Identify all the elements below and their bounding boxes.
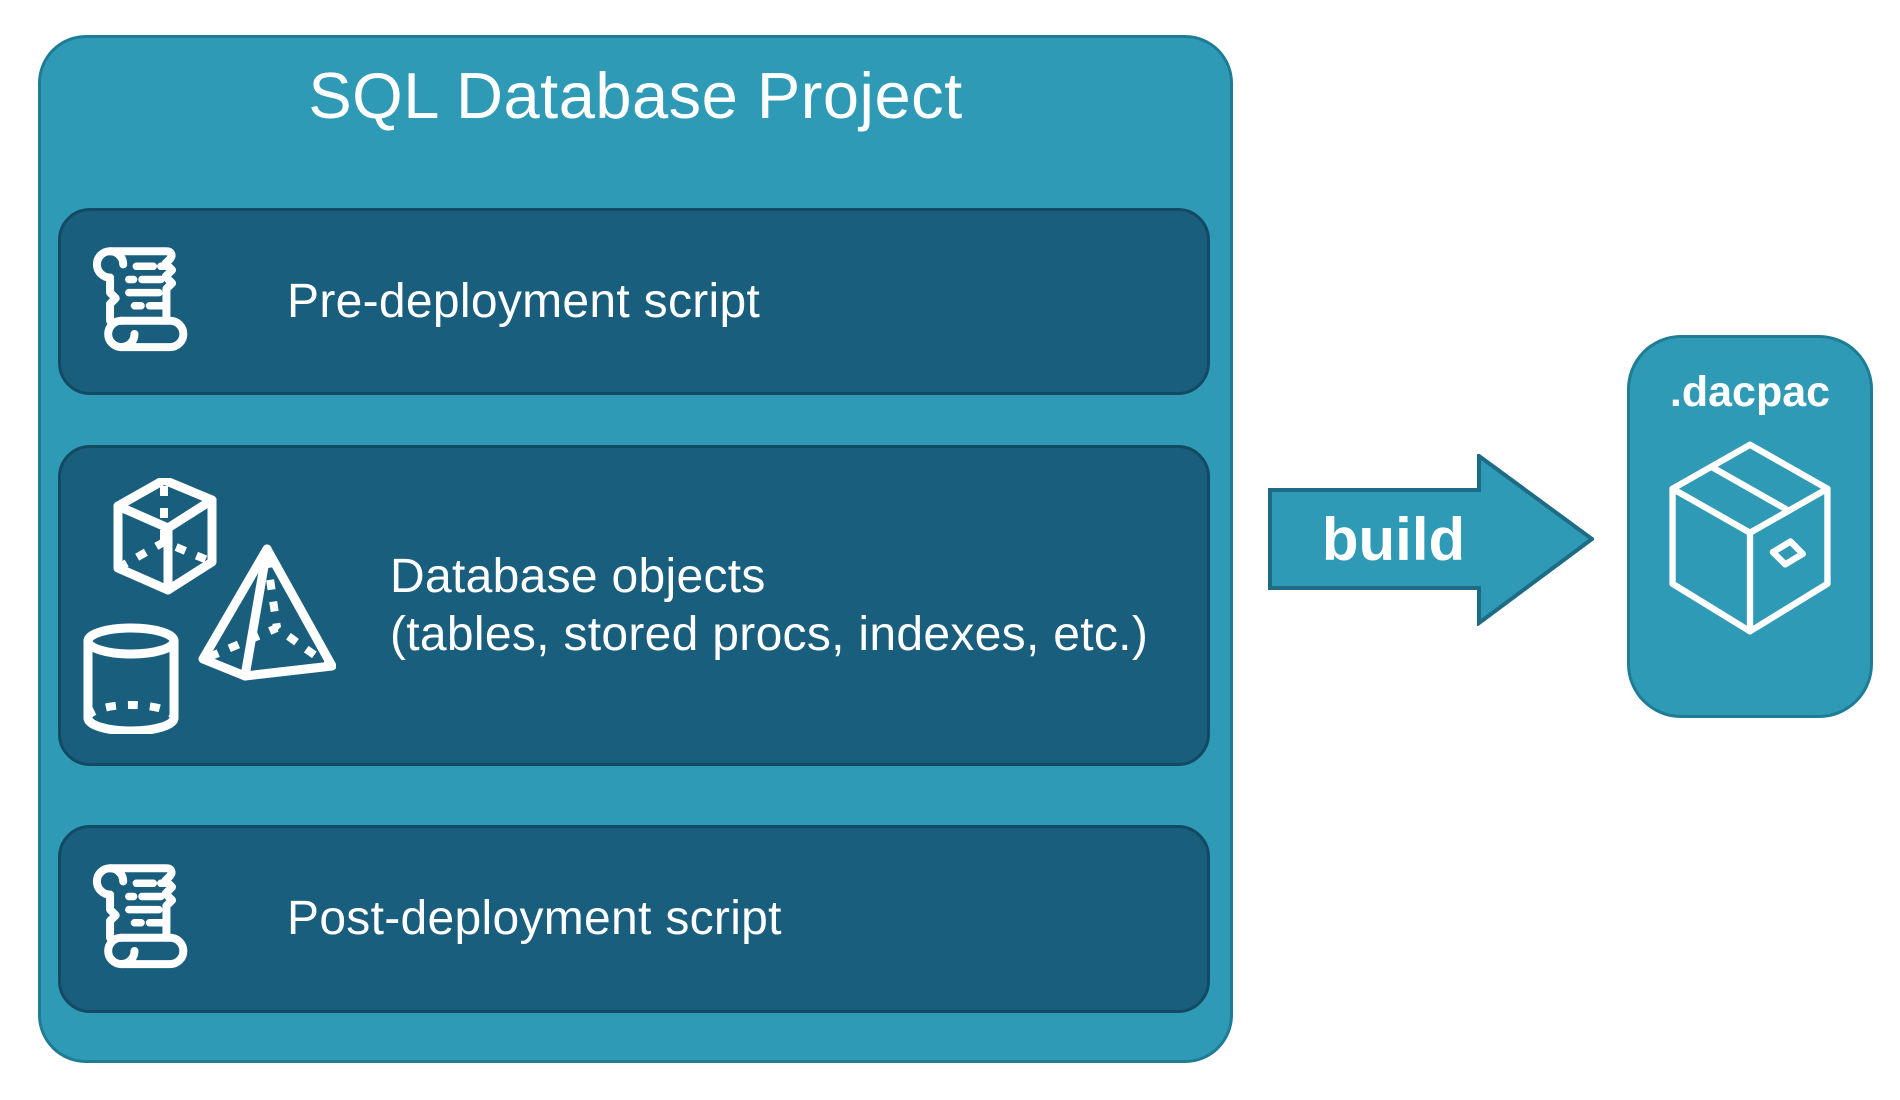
post-deployment-row: Post-deployment script — [58, 825, 1210, 1013]
row-label: Pre-deployment script — [287, 274, 761, 328]
cylinder-shape — [83, 623, 179, 734]
package-icon — [1662, 434, 1838, 642]
project-title: SQL Database Project — [308, 59, 963, 132]
pre-deployment-row: Pre-deployment script — [58, 208, 1210, 395]
row-label: Post-deployment script — [287, 892, 782, 945]
row-label: Database objects — [390, 549, 766, 603]
scroll-icon — [81, 857, 203, 981]
pyramid-shape — [198, 544, 336, 680]
build-arrow-label: build — [1321, 505, 1466, 573]
database-objects-row: Database objects (tables, stored procs, … — [58, 445, 1210, 766]
dacpac-box: .dacpac — [1627, 335, 1873, 718]
dacpac-title: .dacpac — [1669, 368, 1831, 416]
right-arrow-shape — [1268, 454, 1594, 626]
build-arrow: build — [1268, 454, 1594, 626]
row-label-group: Database objects (tables, stored procs, … — [390, 548, 1148, 664]
scroll-icon — [81, 240, 203, 364]
sql-project-container: SQL Database Project — [38, 35, 1233, 1063]
database-objects-icon — [82, 477, 336, 734]
cube-shape — [113, 477, 217, 594]
row-sublabel: (tables, stored procs, indexes, etc.) — [390, 607, 1149, 661]
